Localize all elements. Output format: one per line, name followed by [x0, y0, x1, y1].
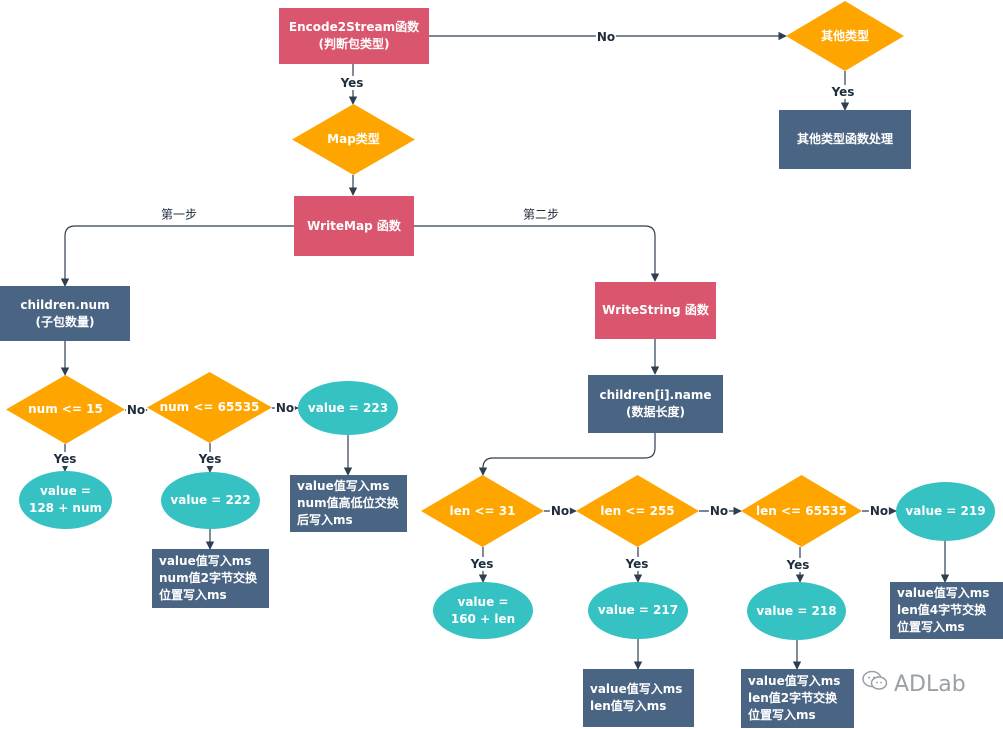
len-le-31-label: len <= 31 [449, 503, 516, 518]
box-218-line1: value值写入ms [748, 674, 841, 688]
num-le-65535-label: num <= 65535 [159, 400, 260, 414]
writestring-label: WriteString 函数 [602, 303, 709, 317]
edge-label-yes-num15: Yes [52, 452, 78, 466]
edge-label-yes-other: Yes [830, 85, 856, 99]
edge-writemap-to-writestring [414, 225, 660, 282]
len-le-255-label: len <= 255 [600, 503, 675, 518]
box-219-line1: value值写入ms [897, 586, 990, 600]
box-218: value值写入ms len值2字节交换 位置写入ms [741, 669, 854, 728]
value-217-label: value = 217 [597, 603, 679, 617]
children-num-subtitle: (子包数量) [35, 314, 95, 329]
edge-label-yes-len31: Yes [469, 557, 495, 571]
encode2stream-subtitle: (判断包类型) [318, 37, 390, 51]
edge-name-to-len31 [478, 433, 656, 476]
box-219-line2: len值4字节交换 [897, 603, 987, 617]
edge-writemap-to-children-num [60, 225, 294, 287]
box-217-line1: value值写入ms [590, 682, 683, 696]
edge-label-yes-len255: Yes [624, 557, 650, 571]
box-217: value值写入ms len值写入ms [583, 669, 694, 727]
map-type-label: Map类型 [327, 132, 380, 146]
value-223-label: value = 223 [307, 400, 389, 415]
box-218-line3: 位置写入ms [748, 708, 816, 722]
children-name-title: children[i].name [599, 388, 712, 402]
value-218-oval: value = 218 [747, 582, 846, 640]
edge-label-no-num15: No [125, 403, 147, 417]
len-le-255-diamond: len <= 255 [576, 475, 699, 547]
box-218-line2: len值2字节交换 [748, 691, 838, 705]
box-223-line1: value值写入ms [297, 479, 390, 493]
edge-label-yes-len65535: Yes [785, 558, 811, 572]
value-223-oval: value = 223 [298, 381, 398, 435]
len-le-31-diamond: len <= 31 [421, 475, 544, 547]
edge-label-no-len31: No [549, 504, 571, 518]
box-222-line2: num值2字节交换 [159, 571, 257, 585]
box-223-line3: 后写入ms [297, 513, 353, 527]
writemap-label: WriteMap 函数 [307, 218, 401, 233]
value-160-len-line1: value = [457, 594, 509, 609]
num-le-15-label: num <= 15 [28, 402, 103, 416]
box-222-line1: value值写入ms [159, 554, 252, 568]
box-223-line2: num值高低位交换 [297, 496, 399, 510]
writemap-box: WriteMap 函数 [294, 196, 414, 256]
edge-label-no-other: No [595, 30, 617, 44]
edge-label-no-len65535: No [868, 504, 890, 518]
edge-label-step2: 第二步 [521, 205, 561, 223]
edge-label-yes-map: Yes [339, 76, 365, 90]
box-222-line3: 位置写入ms [159, 588, 227, 602]
value-128-num-line2: 128 + num [28, 501, 103, 515]
edge-label-no-num65535: No [274, 401, 296, 415]
other-handler-box: 其他类型函数处理 [779, 110, 911, 169]
num-le-65535-diamond: num <= 65535 [147, 372, 272, 443]
value-128-num-line1: value = [40, 484, 91, 498]
value-217-oval: value = 217 [588, 582, 688, 639]
box-217-line2: len值写入ms [590, 699, 667, 713]
value-160-len-oval: value = 160 + len [433, 582, 533, 639]
edge-label-no-len255: No [708, 504, 730, 518]
other-type-label: 其他类型 [820, 28, 869, 43]
box-222: value值写入ms num值2字节交换 位置写入ms [152, 549, 269, 608]
box-219-line3: 位置写入ms [897, 620, 965, 634]
watermark-text: ADLab [894, 671, 966, 697]
map-type-diamond: Map类型 [292, 104, 415, 175]
value-128-num-oval: value = 128 + num [19, 471, 112, 529]
edge-label-step1: 第一步 [159, 205, 199, 223]
children-num-title: children.num [20, 297, 110, 312]
value-222-label: value = 222 [170, 493, 251, 507]
watermark: ADLab [862, 670, 966, 698]
value-222-oval: value = 222 [161, 472, 260, 529]
encode2stream-title: Encode2Stream函数 [288, 20, 420, 34]
children-name-box: children[i].name (数据长度) [588, 375, 723, 433]
writestring-box: WriteString 函数 [595, 282, 716, 339]
value-218-label: value = 218 [756, 603, 837, 618]
edge-label-yes-num65535: Yes [197, 452, 223, 466]
value-219-label: value = 219 [905, 504, 986, 518]
value-160-len-line2: 160 + len [450, 611, 516, 626]
num-le-15-diamond: num <= 15 [6, 375, 125, 444]
len-le-65535-label: len <= 65535 [755, 503, 847, 518]
encode2stream-box: Encode2Stream函数 (判断包类型) [279, 8, 429, 64]
other-handler-label: 其他类型函数处理 [796, 132, 893, 146]
box-219: value值写入ms len值4字节交换 位置写入ms [890, 582, 1003, 639]
other-type-diamond: 其他类型 [786, 1, 904, 71]
children-name-subtitle: (数据长度) [626, 405, 685, 419]
len-le-65535-diamond: len <= 65535 [741, 475, 862, 547]
children-num-box: children.num (子包数量) [0, 286, 130, 341]
box-223: value值写入ms num值高低位交换 后写入ms [290, 475, 407, 532]
value-219-oval: value = 219 [896, 482, 995, 541]
wechat-bubble-icon [862, 670, 888, 698]
